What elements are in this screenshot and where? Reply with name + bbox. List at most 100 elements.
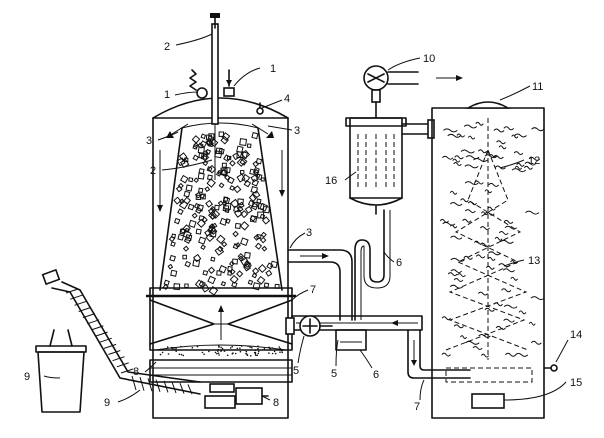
fuel-particle	[218, 131, 225, 137]
fuel-particle	[185, 184, 193, 192]
screw-flight	[131, 375, 137, 391]
ash-dot	[257, 352, 260, 355]
packing-fiber	[488, 182, 500, 187]
fuel-particle	[247, 279, 254, 286]
ash-dot	[268, 346, 270, 349]
fuel-particle	[220, 281, 227, 287]
ash-dot	[274, 352, 277, 355]
ash-dot	[208, 350, 210, 353]
fuel-particle	[217, 200, 224, 207]
screw-flight	[179, 383, 185, 394]
packing-fiber	[449, 284, 464, 289]
fuel-particle	[224, 174, 231, 181]
fuel-particle	[183, 190, 191, 198]
ash-dot	[281, 351, 284, 354]
cyclone-filter	[345, 117, 435, 215]
fuel-particle	[206, 178, 216, 188]
fuel-particle	[255, 157, 263, 165]
packing-fiber	[454, 155, 464, 160]
fuel-particle	[202, 269, 209, 276]
packing-fiber	[516, 162, 525, 167]
fuel-particle	[216, 270, 222, 276]
packing-fiber	[480, 353, 490, 358]
ash-dot	[214, 351, 217, 354]
packing-fiber	[462, 218, 472, 223]
ash-dot	[226, 354, 229, 357]
fuel-particle	[196, 218, 206, 228]
callout-7: 7	[310, 284, 316, 296]
ash-dot	[223, 350, 226, 352]
ash-dot	[166, 346, 169, 348]
ash-dot	[257, 350, 260, 353]
fuel-particle	[240, 210, 249, 219]
fuel-particle	[192, 259, 201, 268]
fuel-particle	[184, 228, 190, 233]
ash-dot	[172, 347, 174, 350]
ash-dot	[180, 345, 182, 348]
callout-3: 3	[306, 227, 312, 239]
packing-fiber	[447, 133, 462, 138]
callout-9: 9	[104, 397, 110, 409]
callout-12: 12	[528, 155, 540, 167]
fuel-particle	[207, 207, 216, 216]
packing-fiber	[463, 255, 473, 260]
fuel-particle	[256, 173, 263, 181]
callout-5: 5	[293, 365, 299, 377]
screw-flight	[78, 307, 91, 312]
packing-fiber	[515, 352, 529, 357]
ash-dot	[247, 345, 249, 348]
ash-dot	[220, 350, 222, 353]
packing-fiber	[523, 165, 533, 170]
packing-fiber	[441, 352, 451, 357]
fuel-particle	[229, 185, 236, 191]
fuel-particle	[221, 132, 231, 141]
packing-fiber	[484, 154, 497, 159]
packing-fiber	[465, 340, 480, 345]
packing-fiber	[511, 134, 519, 139]
ash-dot	[178, 353, 181, 356]
ash-dot	[245, 350, 248, 353]
fuel-particle	[215, 147, 223, 155]
return-pipe	[407, 329, 471, 379]
packing-fiber	[525, 210, 540, 215]
ash-dot	[256, 354, 259, 357]
fuel-particle	[193, 142, 199, 149]
packing-fiber	[501, 288, 512, 293]
fuel-particle	[191, 212, 198, 219]
fuel-particle	[220, 135, 229, 145]
packing-fiber	[450, 257, 465, 262]
ash-dot	[203, 353, 205, 356]
fuel-particle	[170, 269, 178, 277]
ash-dot	[251, 346, 253, 349]
fuel-particle	[259, 202, 269, 212]
fuel-particle	[208, 133, 215, 140]
packing-fiber	[514, 165, 523, 170]
ash-dot	[173, 347, 176, 349]
packing-fiber	[453, 324, 464, 329]
fuel-particle	[194, 191, 202, 199]
callout-5: 5	[331, 368, 337, 380]
ash-dot	[276, 348, 279, 351]
fuel-particle	[221, 162, 227, 168]
packing-fiber	[450, 269, 463, 274]
fuel-particle	[216, 234, 226, 245]
packing-fiber	[487, 206, 496, 211]
ash-dot	[180, 353, 183, 356]
packing-fiber	[503, 304, 518, 309]
ash-bed	[159, 345, 284, 357]
fuel-particle	[170, 241, 176, 247]
fuel-particle	[257, 203, 265, 210]
packing-fiber	[464, 164, 479, 169]
fuel-particle	[188, 219, 197, 228]
fuel-particle	[222, 204, 230, 212]
fuel-particle	[193, 177, 200, 184]
packing-fiber	[460, 149, 475, 154]
u-tube-condenser	[354, 209, 391, 321]
fuel-particle	[241, 173, 251, 183]
screw-flight	[70, 294, 83, 300]
fuel-particle	[218, 264, 227, 274]
packing-fiber	[479, 226, 490, 231]
packing-fiber	[528, 156, 541, 161]
fuel-particle	[259, 236, 267, 244]
fuel-particle	[227, 265, 233, 272]
